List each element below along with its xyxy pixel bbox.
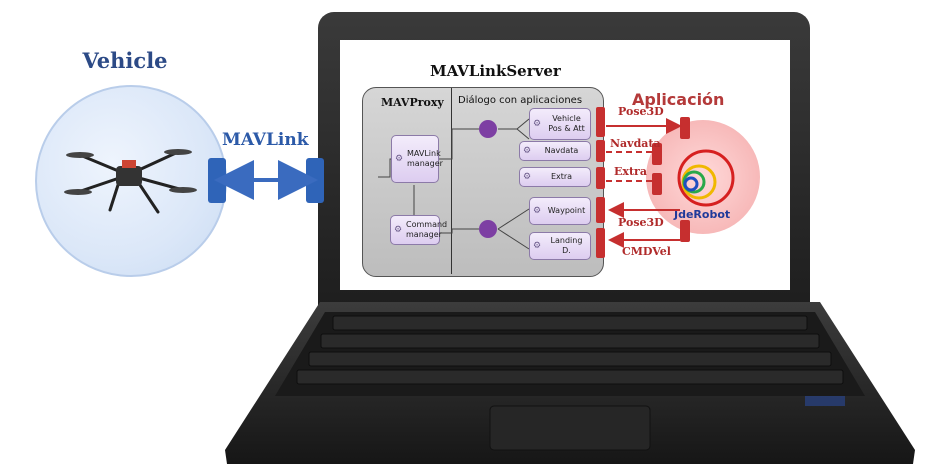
interface-arrows — [606, 118, 682, 248]
server-title: MAVLinkServer — [430, 62, 561, 80]
gear-icon: ⚙ — [533, 241, 542, 251]
laptop-keyboard — [225, 302, 915, 464]
app-port-extra — [652, 173, 662, 195]
interface-port-cmdvel — [596, 228, 605, 258]
gear-icon: ⚙ — [533, 119, 542, 129]
mavlink-manager-label: MAVLink manager — [407, 149, 443, 168]
gear-icon: ⚙ — [533, 206, 542, 216]
mavlink-label: MAVLink — [222, 130, 309, 150]
module-label: Vehicle Pos & Att — [548, 114, 585, 133]
module-landing: ⚙ Landing D. — [529, 232, 591, 260]
module-label: Waypoint — [547, 206, 586, 215]
module-label: Extra — [550, 172, 573, 181]
vehicle-title: Vehicle — [82, 48, 168, 73]
gear-icon: ⚙ — [395, 154, 404, 164]
flow-node-lower — [479, 220, 497, 238]
interface-label-extra: Extra — [614, 165, 647, 178]
module-extra: ⚙ Extra — [519, 167, 591, 187]
jderobot-label: JdeRobot — [674, 208, 731, 221]
app-port-pose3d-in — [680, 117, 690, 139]
jderobot-logo-icon — [677, 149, 735, 207]
flow-node-upper — [479, 120, 497, 138]
mavlink-connection — [208, 158, 324, 203]
module-label: Landing D. — [550, 236, 583, 255]
module-waypoint: ⚙ Waypoint — [529, 197, 591, 225]
command-manager-label: Command manager — [406, 220, 448, 239]
interface-port-extra — [596, 167, 605, 189]
server-divider — [451, 88, 452, 274]
mavlink-manager-module: ⚙ MAVLink manager — [391, 135, 443, 183]
module-vehicle-pos-att: ⚙ Vehicle Pos & Att — [529, 108, 591, 140]
gear-icon: ⚙ — [523, 146, 532, 156]
dialog-title: Diálogo con aplicaciones — [458, 95, 583, 106]
gear-icon: ⚙ — [523, 172, 532, 182]
gear-icon: ⚙ — [394, 225, 403, 235]
interface-label-cmdvel: CMDVel — [622, 245, 671, 258]
module-label: Navdata — [544, 146, 579, 155]
interface-port-pose3d-in — [596, 197, 605, 223]
interface-port-pose3d-out — [596, 107, 605, 137]
interface-label-pose3d-in: Pose3D — [618, 216, 664, 229]
interface-label-pose3d-out: Pose3D — [618, 105, 664, 118]
module-navdata: ⚙ Navdata — [519, 141, 591, 161]
application-title: Aplicación — [632, 90, 725, 109]
mavproxy-title: MAVProxy — [381, 96, 444, 109]
app-port-pose3d-out — [680, 220, 690, 242]
interface-port-navdata — [596, 140, 605, 162]
interface-label-navdata: Navdata — [610, 137, 661, 150]
command-manager-module: ⚙ Command manager — [390, 215, 448, 245]
drone-icon — [64, 149, 197, 214]
app-port-navdata — [652, 143, 662, 165]
